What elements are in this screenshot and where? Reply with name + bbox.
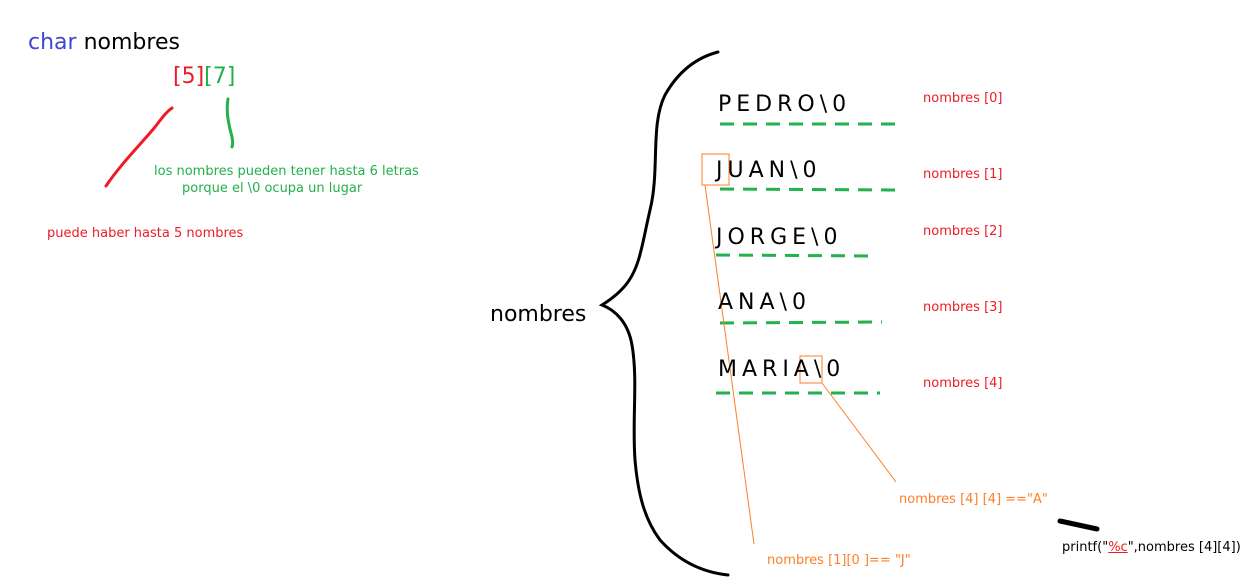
printf-statement: printf("%c",nombres [4][4])	[1062, 541, 1241, 554]
rows-note: puede haber hasta 5 nombres	[47, 226, 244, 241]
rows-pointer-stroke	[104, 106, 174, 188]
char-keyword: char	[28, 30, 77, 55]
printf-pointer-mark	[1057, 518, 1100, 532]
row-2-index: nombres [2]	[923, 224, 1003, 239]
underline-row-1	[719, 187, 896, 192]
printf-prefix: printf("	[1062, 540, 1109, 555]
row-0-index: nombres [0]	[923, 91, 1003, 106]
array-label: nombres	[490, 302, 587, 327]
printf-suffix: ",nombres [4][4])	[1127, 540, 1241, 555]
callout-juan-j: nombres [1][0 ]== "J"	[767, 553, 911, 568]
underline-row-3	[719, 320, 883, 325]
row-0-text: PEDRO\0	[718, 92, 852, 117]
row-4-index: nombres [4]	[923, 376, 1003, 391]
row-1-index: nombres [1]	[923, 167, 1003, 182]
callout-maria-a: nombres [4] [4] =="A"	[899, 492, 1048, 507]
declaration-line: char nombres	[28, 32, 180, 54]
rows-dimension: [5]	[173, 64, 205, 89]
cols-pointer-stroke	[225, 97, 235, 149]
row-3-text: ANA\0	[718, 290, 811, 315]
curly-brace	[598, 50, 730, 577]
leader-maria-a	[821, 382, 897, 483]
array-identifier: nombres	[83, 30, 180, 55]
cols-note-line-2: porque el \0 ocupa un lugar	[182, 181, 363, 196]
leader-juan-j	[704, 184, 755, 545]
cols-note-line-1: los nombres pueden tener hasta 6 letras	[154, 164, 419, 179]
row-1-text: JUAN\0	[716, 158, 822, 183]
row-4-text: MARIA\0	[718, 357, 846, 382]
printf-format: %c	[1108, 540, 1128, 555]
row-3-index: nombres [3]	[923, 300, 1003, 315]
underline-row-2	[715, 253, 877, 258]
cols-dimension: [7]	[204, 64, 236, 89]
array-dimensions: [5][7]	[173, 66, 235, 88]
highlight-box-juan-j	[701, 153, 730, 186]
row-2-text: JORGE\0	[716, 225, 843, 250]
highlight-box-maria-a	[799, 355, 823, 384]
